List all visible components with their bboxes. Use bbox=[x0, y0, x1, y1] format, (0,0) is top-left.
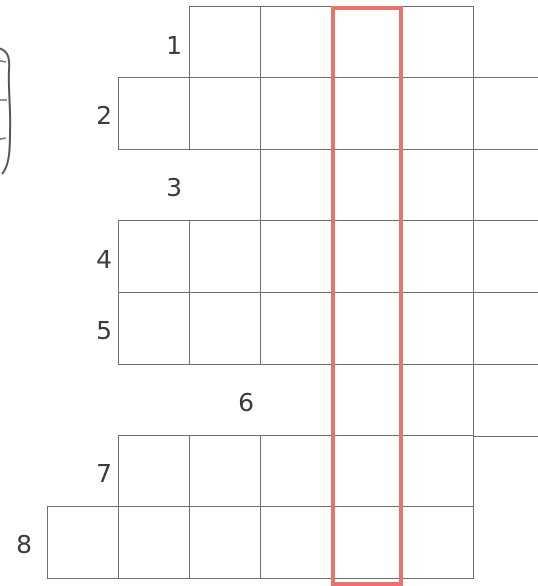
grid-cell[interactable] bbox=[402, 149, 474, 222]
grid-cell[interactable] bbox=[260, 220, 332, 293]
clue-number-5: 5 bbox=[86, 318, 112, 343]
grid-cell[interactable] bbox=[260, 77, 332, 150]
page-edge-drawing bbox=[0, 40, 16, 180]
grid-cell[interactable] bbox=[118, 292, 190, 365]
grid-cell[interactable] bbox=[189, 220, 261, 293]
clue-number-4: 4 bbox=[86, 247, 112, 272]
grid-cell[interactable] bbox=[473, 364, 538, 437]
grid-cell[interactable] bbox=[331, 149, 403, 222]
clue-number-8: 8 bbox=[6, 532, 32, 557]
grid-cell[interactable] bbox=[189, 506, 261, 579]
grid-cell[interactable] bbox=[331, 77, 403, 150]
grid-cell[interactable] bbox=[260, 6, 332, 79]
clue-number-7: 7 bbox=[86, 461, 112, 486]
grid-cell[interactable] bbox=[118, 506, 190, 579]
grid-cell[interactable] bbox=[260, 506, 332, 579]
grid-cell[interactable] bbox=[331, 506, 403, 579]
grid-cell[interactable] bbox=[402, 292, 474, 365]
grid-cell[interactable] bbox=[331, 220, 403, 293]
grid-cell[interactable] bbox=[473, 220, 538, 293]
grid-cell[interactable] bbox=[402, 77, 474, 150]
clue-number-6: 6 bbox=[228, 390, 254, 415]
grid-cell[interactable] bbox=[189, 292, 261, 365]
clue-number-3: 3 bbox=[156, 175, 182, 200]
grid-cell[interactable] bbox=[189, 6, 261, 79]
grid-cell[interactable] bbox=[473, 149, 538, 222]
grid-cell[interactable] bbox=[402, 364, 474, 437]
grid-cell[interactable] bbox=[118, 435, 190, 508]
grid-cell[interactable] bbox=[402, 435, 474, 508]
grid-cell[interactable] bbox=[402, 6, 474, 79]
grid-cell[interactable] bbox=[118, 77, 190, 150]
grid-cell[interactable] bbox=[331, 435, 403, 508]
grid-cell[interactable] bbox=[260, 292, 332, 365]
clue-number-1: 1 bbox=[156, 33, 182, 58]
grid-cell[interactable] bbox=[331, 292, 403, 365]
grid-cell[interactable] bbox=[189, 77, 261, 150]
grid-cell[interactable] bbox=[331, 6, 403, 79]
grid-cell[interactable] bbox=[473, 292, 538, 365]
grid-cell[interactable] bbox=[118, 220, 190, 293]
grid-cell[interactable] bbox=[331, 364, 403, 437]
grid-cell[interactable] bbox=[402, 220, 474, 293]
grid-cell[interactable] bbox=[260, 149, 332, 222]
grid-cell[interactable] bbox=[189, 435, 261, 508]
grid-cell[interactable] bbox=[473, 77, 538, 150]
grid-cell[interactable] bbox=[402, 506, 474, 579]
clue-number-2: 2 bbox=[86, 103, 112, 128]
grid-cell[interactable] bbox=[260, 435, 332, 508]
grid-cell[interactable] bbox=[47, 506, 119, 579]
